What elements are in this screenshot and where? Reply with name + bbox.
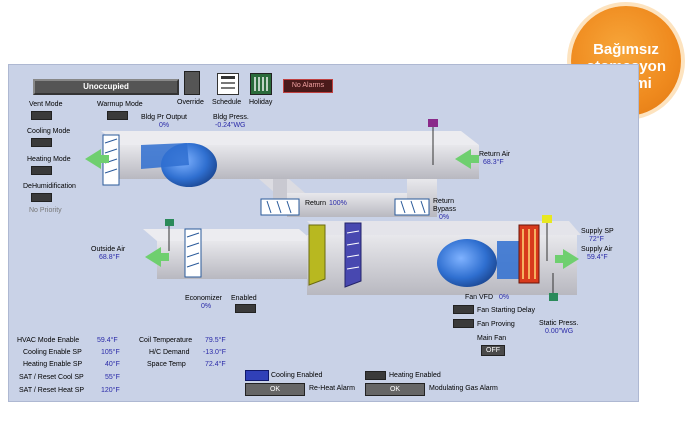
- return-air-arrow: [455, 149, 471, 169]
- setting-label: Cooling Enable SP: [23, 349, 82, 356]
- return-duct-top: [101, 131, 479, 145]
- holiday-label: Holiday: [249, 99, 273, 106]
- modulating-gas-alarm-label: Modulating Gas Alarm: [429, 385, 498, 392]
- return-damper-louvers: [260, 198, 300, 216]
- static-press-label: Static Press.: [539, 320, 579, 327]
- economizer-damper: [184, 228, 202, 278]
- setting-value[interactable]: 120°F: [101, 387, 120, 394]
- return-bypass-value: 0%: [439, 214, 450, 221]
- outside-air-arrow: [145, 247, 161, 267]
- main-fan-label: Main Fan: [477, 335, 507, 342]
- vent-mode-indicator: [31, 111, 52, 120]
- cooling-mode-label: Cooling Mode: [27, 128, 71, 135]
- setting-value[interactable]: 59.4°F: [97, 337, 118, 344]
- setting-label: SAT / Reset Cool SP: [19, 374, 84, 381]
- return-damper-label: Return: [305, 200, 327, 207]
- cooling-enabled-label: Cooling Enabled: [271, 372, 323, 379]
- filter: [308, 224, 326, 286]
- supply-air-arrow: [563, 249, 579, 269]
- cooling-coil: [344, 222, 362, 288]
- hvac-panel: Unoccupied Override Schedule Holiday No …: [8, 64, 639, 402]
- setting-label: SAT / Reset Heat SP: [19, 387, 85, 394]
- heating-mode-indicator: [31, 166, 52, 175]
- bldg-pr-output-label: Bldg Pr Output: [141, 114, 187, 121]
- occupancy-mode-button[interactable]: Unoccupied: [33, 79, 179, 95]
- setting-value[interactable]: 55°F: [105, 374, 120, 381]
- return-air-label: Return Air: [479, 151, 511, 158]
- badge-line-1: Bağımsız: [593, 41, 659, 58]
- heating-enabled-indicator: [365, 371, 386, 380]
- supply-sp-label: Supply SP: [581, 228, 614, 235]
- supply-air-value: 59.4°F: [587, 254, 608, 261]
- modulating-gas-alarm-ok-button[interactable]: OK: [365, 383, 425, 396]
- reading-label: Space Temp: [147, 361, 186, 368]
- reading-value: 72.4°F: [205, 361, 226, 368]
- alarm-status[interactable]: No Alarms: [283, 79, 333, 93]
- economizer-label: Economizer: [185, 295, 222, 302]
- static-press-value: 0.00"WG: [545, 328, 574, 335]
- reading-value: -13.0°F: [203, 349, 227, 356]
- schedule-icon[interactable]: [217, 73, 239, 95]
- return-damper-duct: [287, 193, 407, 217]
- heating-enabled-label: Heating Enabled: [389, 372, 441, 379]
- exhaust-arrow: [85, 149, 101, 169]
- vent-mode-label: Vent Mode: [29, 101, 63, 108]
- bldg-press-value: -0.24"WG: [215, 122, 246, 129]
- warmup-mode-label: Warmup Mode: [97, 101, 143, 108]
- schedule-label: Schedule: [212, 99, 242, 106]
- supply-sp-value: 72°F: [589, 236, 604, 243]
- cooling-enabled-indicator: [245, 370, 269, 381]
- supply-fan: [437, 239, 497, 287]
- setting-label: HVAC Mode Enable: [17, 337, 80, 344]
- dehumidification-indicator: [31, 193, 52, 202]
- outside-air-duct: [157, 241, 307, 279]
- economizer-enabled-label: Enabled: [231, 295, 257, 302]
- fan-proving-indicator: [453, 319, 474, 328]
- outside-air-label: Outside Air: [91, 246, 126, 253]
- reheat-alarm-ok-button[interactable]: OK: [245, 383, 305, 396]
- main-fan-toggle[interactable]: OFF: [481, 345, 505, 356]
- heating-mode-label: Heating Mode: [27, 156, 71, 163]
- fan-starting-delay-label: Fan Starting Delay: [477, 307, 535, 314]
- setting-value[interactable]: 105°F: [101, 349, 120, 356]
- reading-label: Coil Temperature: [139, 337, 193, 344]
- return-bypass-label-1: Return: [433, 198, 455, 205]
- reading-label: H/C Demand: [149, 349, 190, 356]
- override-label: Override: [177, 99, 204, 106]
- ahu-schematic: [85, 119, 581, 301]
- bldg-press-label: Bldg Press.: [213, 114, 249, 121]
- reheat-alarm-label: Re-Heat Alarm: [309, 385, 355, 392]
- cooling-mode-indicator: [31, 138, 52, 147]
- fan-proving-label: Fan Proving: [477, 321, 515, 328]
- return-air-value: 68.3°F: [483, 159, 504, 166]
- bldg-pr-output-value: 0%: [159, 122, 170, 129]
- override-icon[interactable]: [184, 71, 200, 95]
- bypass-damper-louvers: [394, 198, 430, 216]
- return-damper-value: 100%: [329, 200, 347, 207]
- economizer-value: 0%: [201, 303, 212, 310]
- holiday-icon[interactable]: [250, 73, 272, 95]
- heating-coil: [518, 224, 540, 284]
- setting-label: Heating Enable SP: [23, 361, 83, 368]
- dehumidification-label: DeHumidification: [23, 183, 76, 190]
- fan-starting-delay-indicator: [453, 305, 474, 314]
- reading-value: 79.5°F: [205, 337, 226, 344]
- fan-vfd-value: 0%: [499, 294, 510, 301]
- outside-air-value: 68.8°F: [99, 254, 120, 261]
- supply-air-label: Supply Air: [581, 246, 613, 253]
- priority-label: No Priority: [29, 207, 62, 214]
- fan-vfd-label: Fan VFD: [465, 294, 494, 301]
- setting-value[interactable]: 40°F: [105, 361, 120, 368]
- return-bypass-label-2: Bypass: [433, 206, 456, 213]
- economizer-enabled-indicator: [235, 304, 256, 313]
- warmup-mode-indicator: [107, 111, 128, 120]
